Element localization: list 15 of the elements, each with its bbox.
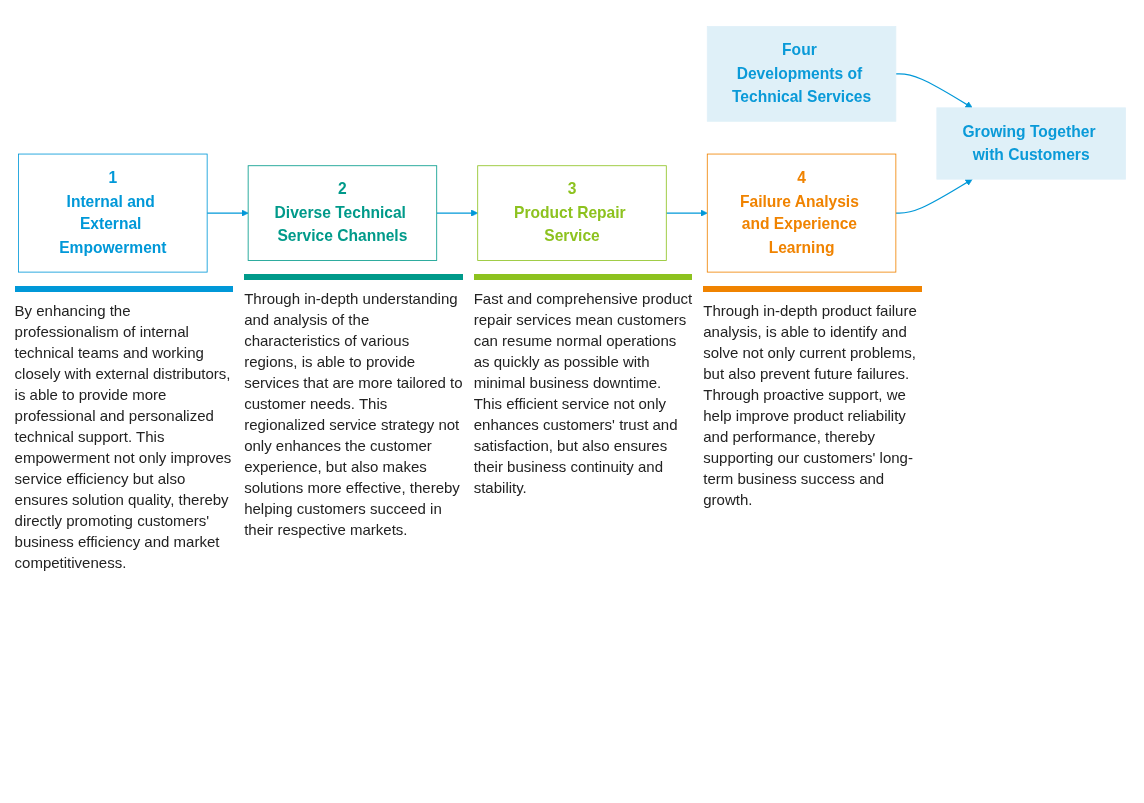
arrow [206, 209, 249, 217]
node-box: 1 Internal and External Empowerment [18, 153, 208, 273]
node-box: Four Developments of Technical Services [706, 26, 897, 122]
description-text: Fast and comprehensive product repair services mean customers can resume normal operations as quickly as possible with minimal business downtime. This efficient service not only enhances customers' trust and satisfaction, but also ensures their business continuity and stability. [473, 274, 693, 499]
node-box: 4 Failure Analysis and Experience Learning [706, 153, 897, 273]
arrow [895, 178, 973, 214]
description-text: By enhancing the professionalism of internal technical teams and working closely with external distributors, is able to provide more professional and personalized technical support. This empowerment not only improves service efficiency but also ensures solution quality, thereby directly promoting customers' business efficiency and market competitiveness. [14, 286, 234, 574]
arrow [895, 73, 973, 109]
node-box: 2 Diverse Technical Service Channels [247, 165, 438, 261]
node-box: Growing Together with Customers [936, 107, 1126, 180]
description-text: Through in-depth product failure analysis, is able to identify and solve not only current problems, but also prevent future failures. Through proactive support, we help improve product reliability and performance, thereby supporting our customers' long-term business success and growth. [703, 286, 922, 511]
description-text: Through in-depth understanding and analysis of the characteristics of various regions, is able to provide services that are more tailored to customer needs. This regionalized service strategy not only enhances the customer experience, but also makes solutions more effective, thereby helping customers succeed in their respective markets. [244, 274, 463, 541]
arrow [436, 209, 479, 217]
arrow [665, 209, 708, 217]
node-box: 3 Product Repair Service [477, 165, 667, 261]
